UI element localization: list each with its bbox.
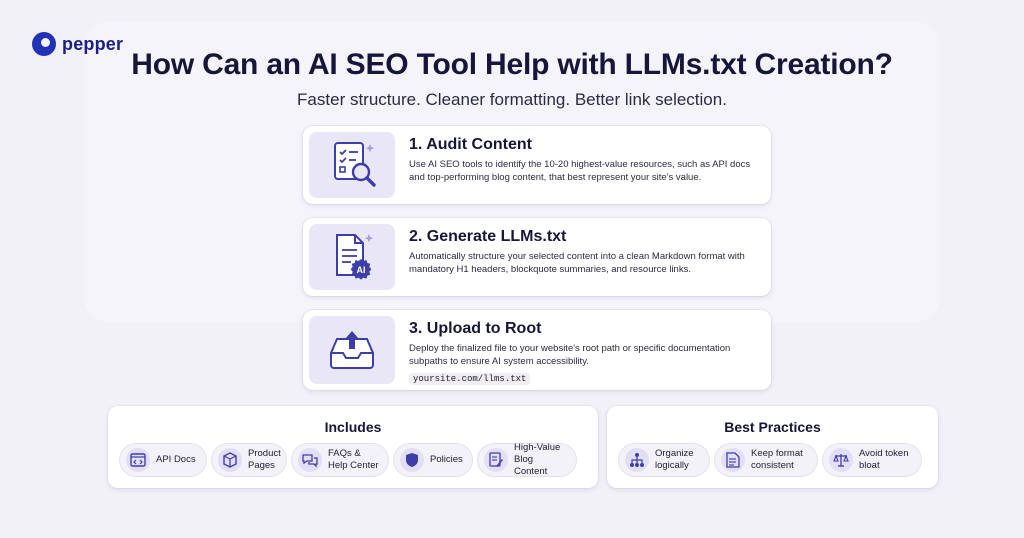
chip-consistent-format: Keep format consistent [715,444,817,476]
best-practices-panel: Best Practices Organize logically Keep f… [607,406,938,488]
chip-label: Keep format consistent [751,448,803,471]
url-code-snippet: yoursite.com/llms.txt [409,373,531,385]
step-title: 3. Upload to Root [409,320,542,337]
step-description: Use AI SEO tools to identify the 10-20 h… [409,159,751,183]
shield-icon [400,448,424,472]
chip-label: Avoid token bloat [859,448,909,471]
chip-api-docs: API Docs [120,444,206,476]
chip-label: Organize logically [655,448,694,471]
hierarchy-icon [625,448,649,472]
step-card-audit: 1. Audit Content Use AI SEO tools to ide… [303,126,771,204]
step-title: 1. Audit Content [409,136,532,153]
chip-label: Policies [430,454,463,465]
box-icon [218,448,242,472]
best-practices-title: Best Practices [724,419,821,435]
chip-policies: Policies [394,444,472,476]
step-title: 2. Generate LLMs.txt [409,228,567,245]
ai-document-icon: AI [309,224,395,290]
step-card-generate: AI 2. Generate LLMs.txt Automatically st… [303,218,771,296]
chip-product-pages: Product Pages [212,444,286,476]
step-description: Deploy the finalized file to your websit… [409,343,731,367]
chip-token-bloat: Avoid token bloat [823,444,921,476]
pepper-logo-icon [32,32,56,56]
includes-title: Includes [324,419,382,435]
brand-name: pepper [62,33,124,54]
chat-bubbles-icon [298,448,322,472]
pen-document-icon [484,448,508,472]
document-icon [721,448,745,472]
page-subtitle: Faster structure. Cleaner formatting. Be… [297,90,727,109]
brand-logo[interactable]: pepper [32,32,123,56]
scale-icon [829,448,853,472]
step-card-upload: 3. Upload to Root Deploy the finalized f… [303,310,771,390]
code-window-icon [126,448,150,472]
chip-faqs: FAQs & Help Center [292,444,388,476]
ai-badge: AI [357,265,366,275]
chip-label: High-Value Blog Content [514,442,561,477]
chip-label: API Docs [156,454,196,465]
upload-tray-icon [309,316,395,384]
page-title: How Can an AI SEO Tool Help with LLMs.tx… [131,48,893,81]
checklist-magnifier-icon [309,132,395,198]
step-description: Automatically structure your selected co… [409,251,745,275]
chip-organize: Organize logically [619,444,709,476]
includes-panel: Includes API Docs Product Pages FAQs & H… [108,406,598,488]
chip-blog-content: High-Value Blog Content [478,442,576,477]
chip-label: FAQs & Help Center [328,448,379,471]
chip-label: Product Pages [248,448,281,471]
